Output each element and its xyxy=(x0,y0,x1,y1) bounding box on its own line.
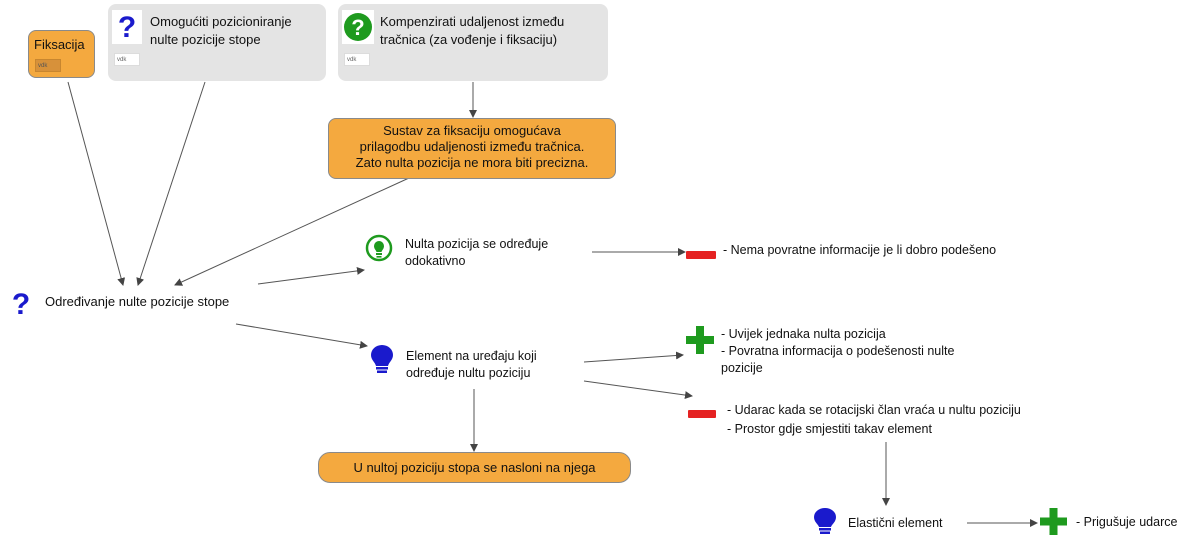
node-minus1-text: - Nema povratne informacije je li dobro … xyxy=(723,243,997,257)
connector-fiksacija-odredivanje xyxy=(67,81,126,286)
node-elasticni-label: Elastični element xyxy=(848,516,943,530)
node-nulta-line1: Nulta pozicija se određuje xyxy=(405,237,549,251)
node-minus2-line1: - Udarac kada se rotacijski član vraća u… xyxy=(727,403,1021,417)
question-mark-icon: ? xyxy=(112,10,142,44)
connector-element-minus xyxy=(583,380,693,399)
node-kompenzirati[interactable]: ? Kompenzirati udaljenost između tračnic… xyxy=(338,4,608,81)
node-sustav-line3: Zato nulta pozicija ne mora biti precizn… xyxy=(355,155,589,170)
question-mark-icon: ? xyxy=(9,288,35,321)
node-nulta-odokativno[interactable]: Nulta pozicija se određuje odokativno xyxy=(365,233,605,273)
node-elasticni[interactable]: Elastični element xyxy=(812,508,972,536)
svg-text:?: ? xyxy=(12,290,30,318)
node-plus1-line3: pozicije xyxy=(721,361,763,375)
node-odredivanje[interactable]: ? Određivanje nulte pozicije stope xyxy=(9,288,269,321)
node-element-line1: Element na uređaju koji xyxy=(406,349,537,363)
node-odredivanje-label: Određivanje nulte pozicije stope xyxy=(45,294,230,309)
node-fiksacija-tag: vdk xyxy=(35,59,61,72)
node-minus-udarac[interactable]: - Udarac kada se rotacijski član vraća u… xyxy=(688,400,1078,440)
connector-odredivanje-element xyxy=(235,323,368,349)
connector-element-plus xyxy=(583,351,684,363)
node-sustav-line2: prilagodbu udaljenosti između tračnica. xyxy=(359,139,585,154)
node-omoguciti-line1: Omogućiti pozicioniranje xyxy=(150,14,292,29)
node-fiksacija[interactable]: Fiksacija vdk xyxy=(28,30,95,78)
lightbulb-icon xyxy=(369,345,395,375)
node-plus1-line2: - Povratna informacija o podešenosti nul… xyxy=(721,344,955,358)
node-nulta-line2: odokativno xyxy=(405,254,466,268)
node-omoguciti-tag: vdk xyxy=(114,53,140,66)
node-omoguciti[interactable]: ? Omogućiti pozicioniranje nulte pozicij… xyxy=(108,4,326,81)
minus-icon xyxy=(686,247,716,259)
node-plus-uvijek-jednaka[interactable]: - Uvijek jednaka nulta pozicija - Povrat… xyxy=(686,322,1016,380)
node-element-line2: određuje nultu poziciju xyxy=(406,366,531,380)
minus-icon xyxy=(688,406,716,418)
node-kompenzirati-line2: tračnica (za vođenje i fiksaciju) xyxy=(380,32,558,47)
node-plus1-line1: - Uvijek jednaka nulta pozicija xyxy=(721,327,886,341)
plus-icon xyxy=(1040,508,1067,535)
node-sustav[interactable]: Sustav za fiksaciju omogućava prilagodbu… xyxy=(328,118,616,179)
lightbulb-icon xyxy=(812,508,838,536)
connector-odredivanje-nulta xyxy=(257,266,365,285)
node-fiksacija-label: Fiksacija xyxy=(34,37,85,52)
connector-sustav-odredivanje xyxy=(174,177,410,286)
lightbulb-outline-icon xyxy=(365,234,393,264)
node-minus-nema-povratne[interactable]: - Nema povratne informacije je li dobro … xyxy=(686,240,1066,262)
node-plus-prigusuje[interactable]: - Prigušuje udarce xyxy=(1040,508,1203,536)
svg-text:?: ? xyxy=(118,11,136,44)
question-circle-icon: ? xyxy=(342,10,374,44)
node-minus2-line2: - Prostor gdje smjestiti takav element xyxy=(727,422,932,436)
connector-omoguciti-odredivanje xyxy=(136,81,206,286)
node-kompenzirati-tag: vdk xyxy=(344,53,370,66)
svg-text:?: ? xyxy=(351,15,364,40)
node-naslon[interactable]: U nultoj poziciju stopa se nasloni na nj… xyxy=(318,452,631,483)
node-kompenzirati-line1: Kompenzirati udaljenost između xyxy=(380,14,565,29)
node-omoguciti-line2: nulte pozicije stope xyxy=(150,32,261,47)
node-element-uredaj[interactable]: Element na uređaju koji određuje nultu p… xyxy=(369,343,589,387)
plus-icon xyxy=(686,326,714,354)
node-sustav-line1: Sustav za fiksaciju omogućava xyxy=(383,123,561,138)
node-plus2-text: - Prigušuje udarce xyxy=(1076,515,1178,529)
